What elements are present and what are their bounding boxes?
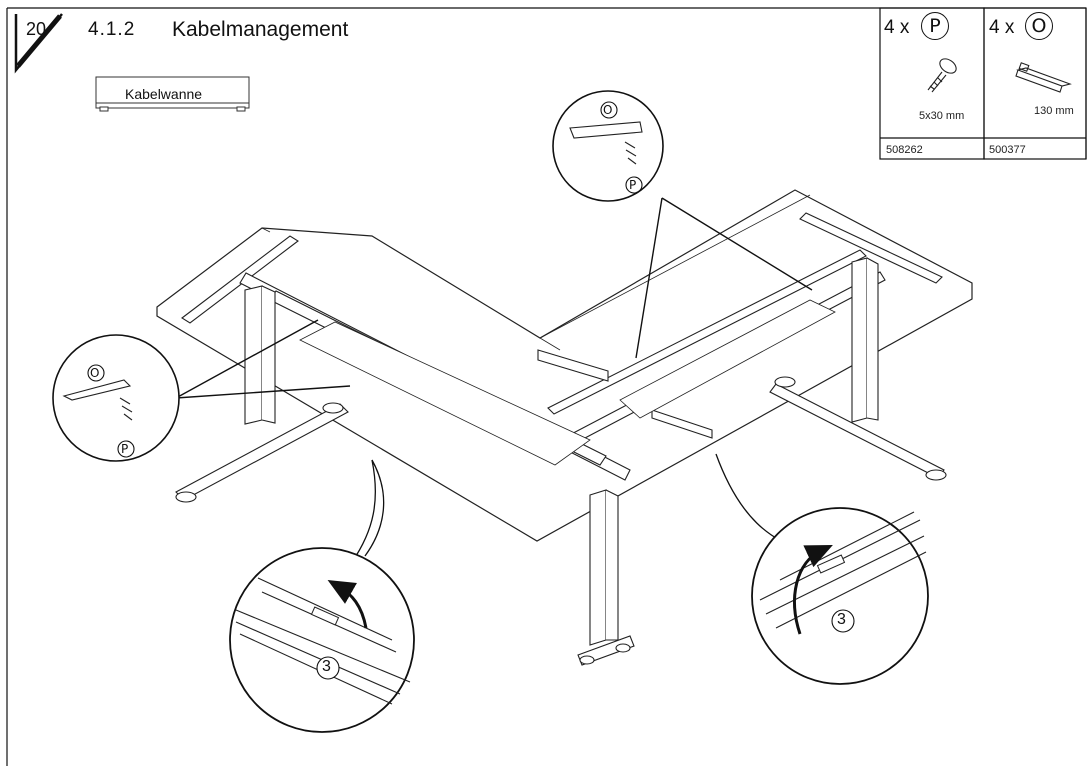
lower-right-detail-callout xyxy=(715,453,929,685)
bracket-part-icon xyxy=(1015,62,1072,93)
bracket-article-number: 500377 xyxy=(989,144,1026,156)
cable-tray-label: Kabelwanne xyxy=(125,86,203,102)
step-number: 20 xyxy=(26,19,47,39)
screw-part-icon xyxy=(927,58,957,93)
frame-beams xyxy=(181,212,943,481)
screw-article-number: 508262 xyxy=(886,144,923,156)
callout-leaders xyxy=(175,197,813,399)
upper-detail-callout xyxy=(552,90,664,202)
lower-left-step-marker: 3 xyxy=(322,658,331,675)
bracket-letter: O xyxy=(1025,12,1053,40)
lower-left-detail-callout xyxy=(229,459,415,733)
desk-legs xyxy=(175,257,947,666)
step-flag-icon xyxy=(14,13,63,74)
upper-callout-letter-p: P xyxy=(629,178,637,192)
left-callout-letter-o: O xyxy=(90,366,100,380)
left-callout-letter-p: P xyxy=(121,442,129,456)
bracket-quantity: 4 x xyxy=(989,17,1015,38)
section-number: 4.1.2 xyxy=(88,19,136,40)
parts-box xyxy=(879,7,1087,160)
screw-dimension: 5x30 mm xyxy=(919,110,965,122)
section-title: Kabelmanagement xyxy=(172,18,349,41)
cable-tray-icon xyxy=(95,76,250,112)
lower-right-step-marker: 3 xyxy=(837,611,846,628)
screw-letter: P xyxy=(921,12,949,40)
bracket-dimension: 130 mm xyxy=(1034,105,1074,117)
screw-quantity: 4 x xyxy=(884,17,910,38)
upper-callout-letter-o: O xyxy=(603,103,613,117)
left-detail-callout xyxy=(52,334,180,462)
